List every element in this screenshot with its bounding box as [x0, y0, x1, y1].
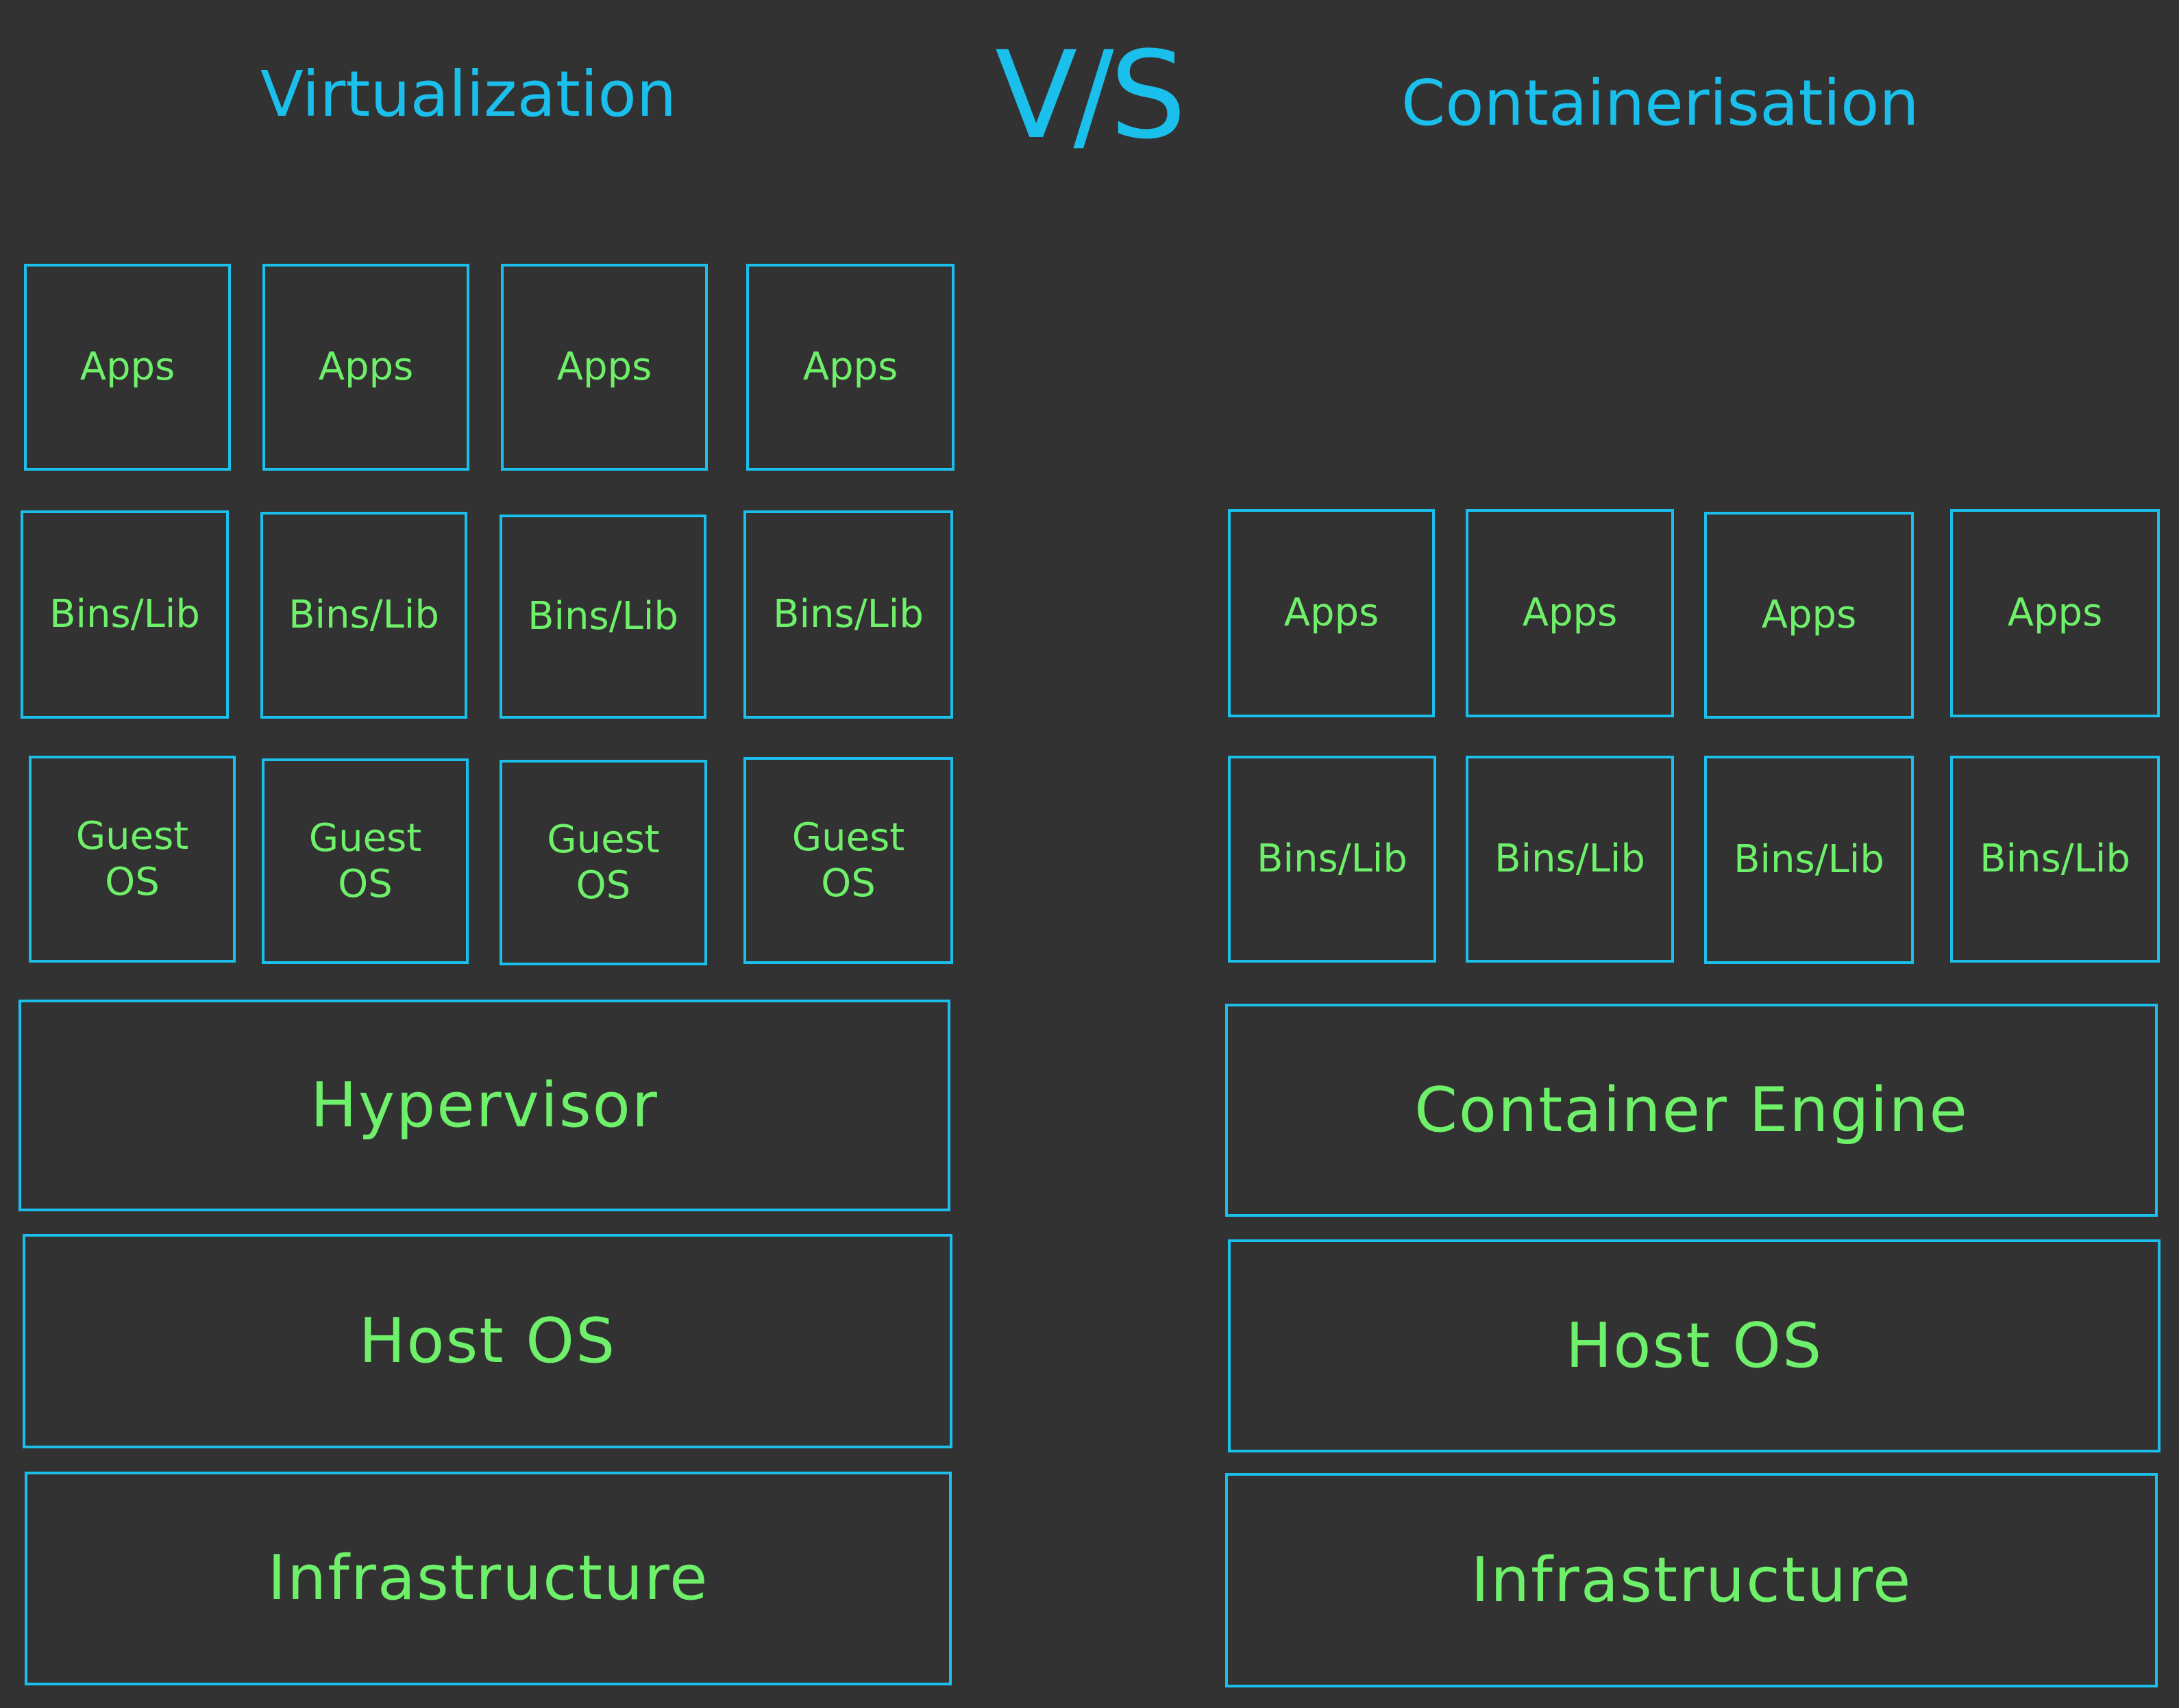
vm-guest-os-box: Guest OS — [743, 757, 953, 964]
vm-bins-box: Bins/Lib — [260, 512, 467, 719]
container-bins-label: Bins/Lib — [1494, 837, 1645, 882]
vm-bins-box: Bins/Lib — [21, 510, 229, 719]
container-host-os-label: Host OS — [1565, 1309, 1823, 1382]
vm-infrastructure-label: Infrastructure — [267, 1542, 709, 1614]
vm-infrastructure-layer: Infrastructure — [25, 1472, 952, 1685]
vm-guest-os-box: Guest OS — [29, 756, 236, 963]
vm-bins-label: Bins/Lib — [288, 593, 439, 638]
container-host-os-layer: Host OS — [1228, 1239, 2160, 1452]
container-bins-box: Bins/Lib — [1950, 756, 2160, 963]
vm-apps-label: Apps — [556, 345, 652, 390]
container-bins-box: Bins/Lib — [1466, 756, 1674, 963]
hypervisor-layer: Hypervisor — [19, 1000, 950, 1211]
container-engine-label: Container Engine — [1414, 1074, 1969, 1146]
vm-bins-label: Bins/Lib — [49, 592, 200, 637]
container-infrastructure-label: Infrastructure — [1470, 1544, 1912, 1616]
vm-bins-label: Bins/Lib — [773, 592, 924, 637]
vm-apps-box: Apps — [746, 264, 955, 471]
container-apps-box: Apps — [1466, 509, 1674, 717]
vm-bins-box: Bins/Lib — [500, 515, 706, 719]
container-bins-label: Bins/Lib — [1257, 837, 1407, 882]
container-bins-box: Bins/Lib — [1704, 756, 1914, 964]
vm-guest-os-label: Guest OS — [308, 815, 422, 906]
vm-guest-os-label: Guest OS — [547, 817, 660, 908]
vm-apps-label: Apps — [79, 345, 175, 390]
vm-guest-os-label: Guest OS — [75, 813, 189, 904]
vm-guest-os-label: Guest OS — [791, 815, 905, 906]
container-apps-label: Apps — [2007, 591, 2103, 636]
container-apps-box: Apps — [1950, 509, 2160, 717]
vm-bins-box: Bins/Lib — [743, 510, 953, 719]
vm-apps-box: Apps — [24, 264, 231, 471]
container-apps-label: Apps — [1522, 591, 1618, 636]
container-apps-label: Apps — [1283, 591, 1379, 636]
container-infrastructure-layer: Infrastructure — [1225, 1473, 2158, 1687]
containerisation-title: Containerisation — [1401, 66, 1919, 140]
container-engine-layer: Container Engine — [1225, 1004, 2158, 1217]
vm-host-os-label: Host OS — [358, 1304, 617, 1377]
vm-host-os-layer: Host OS — [23, 1234, 952, 1448]
vm-apps-label: Apps — [802, 345, 898, 390]
versus-title: V/S — [995, 25, 1186, 166]
container-apps-label: Apps — [1761, 593, 1857, 638]
virtualization-title: Virtualization — [260, 58, 677, 131]
vm-guest-os-box: Guest OS — [262, 758, 469, 964]
vm-apps-label: Apps — [318, 345, 414, 390]
vm-guest-os-box: Guest OS — [500, 760, 707, 965]
container-apps-box: Apps — [1704, 512, 1914, 719]
container-bins-box: Bins/Lib — [1228, 756, 1436, 963]
container-apps-box: Apps — [1228, 509, 1435, 717]
hypervisor-label: Hypervisor — [310, 1069, 658, 1141]
container-bins-label: Bins/Lib — [1734, 837, 1884, 882]
container-bins-label: Bins/Lib — [1980, 837, 2130, 882]
vm-bins-label: Bins/Lib — [528, 594, 678, 639]
vm-apps-box: Apps — [262, 264, 469, 471]
vm-apps-box: Apps — [501, 264, 708, 471]
